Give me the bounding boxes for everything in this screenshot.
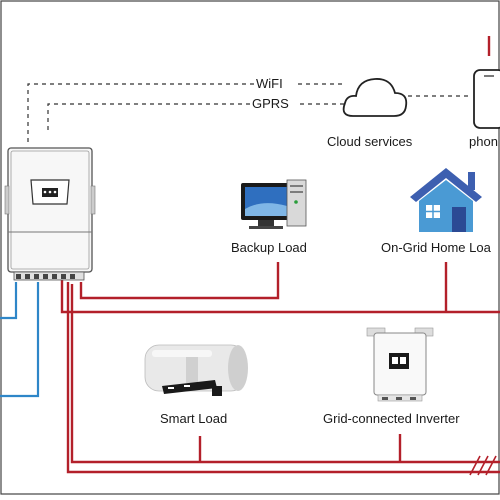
- dc-line-pv2: [0, 282, 40, 398]
- backup-load-label: Backup Load: [231, 240, 307, 255]
- grid-inverter-icon: [366, 327, 434, 402]
- dc-lines: [0, 282, 40, 398]
- ac-lines: [60, 36, 500, 476]
- smartphone-icon: [473, 69, 500, 129]
- main-ac-bus: [60, 280, 500, 314]
- comm-lines: [27, 83, 472, 142]
- wifi-label: WiFI: [256, 76, 283, 91]
- hybrid-inverter-icon: [4, 147, 96, 281]
- phone-label: phon: [469, 134, 498, 149]
- grid-break-marks: [469, 455, 497, 476]
- dc-line-pv1: [0, 282, 18, 320]
- smart-load-label: Smart Load: [160, 411, 228, 426]
- grid-inverter-label: Grid-connected Inverter: [323, 411, 460, 426]
- desktop-computer-icon: [241, 179, 307, 229]
- backup-load-line: [79, 262, 280, 300]
- cloud-icon: [342, 78, 408, 117]
- on-grid-home-load-label: On-Grid Home Loa: [381, 240, 491, 255]
- water-heater-icon: [144, 344, 248, 396]
- house-icon: [410, 168, 482, 232]
- gprs-link-left: [47, 103, 250, 130]
- cloud-services-label: Cloud services: [327, 134, 413, 149]
- grid-bus-1: [70, 284, 500, 464]
- wifi-link-left: [27, 83, 255, 142]
- grid-bus-2: [66, 282, 500, 474]
- gprs-label: GPRS: [252, 96, 289, 111]
